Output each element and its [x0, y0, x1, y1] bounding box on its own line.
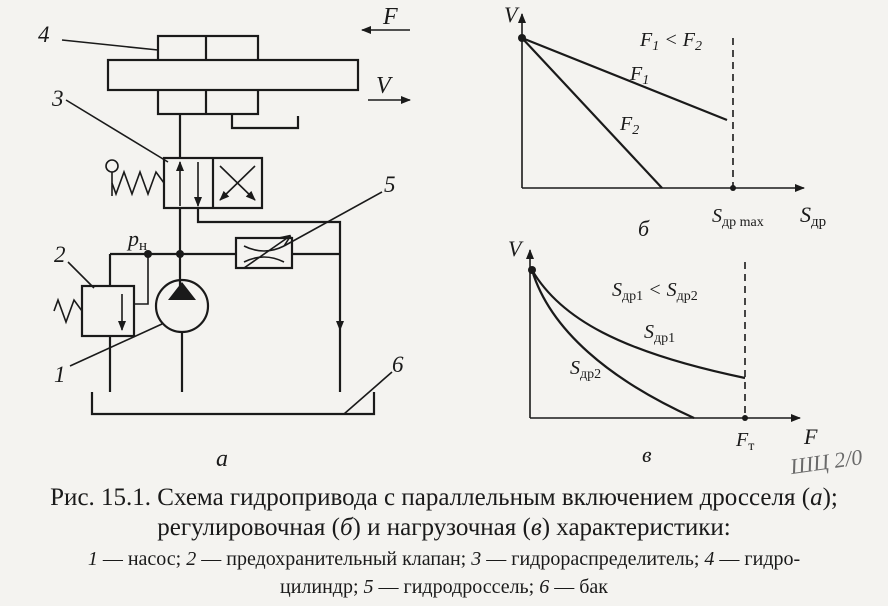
- caption-line-2: регулировочная (б) и нагрузочная (в) хар…: [0, 514, 888, 542]
- chart-b: V Sдр Sдр max F1 < F2 F1 F2 б: [504, 2, 826, 241]
- label-4: 4: [38, 22, 50, 47]
- legend-text: — бак: [549, 576, 609, 598]
- chart-b-curve-F2: [521, 37, 663, 189]
- figure-canvas: 4 F V 3 pн: [38, 2, 864, 479]
- chart-b-condition: F1 < F2: [639, 29, 702, 54]
- chart-v-curve1-label: Sдр1: [644, 321, 675, 346]
- caption-text: Рис. 15.1. Схема гидропривода с параллел…: [50, 484, 811, 511]
- label-6: 6: [392, 352, 404, 377]
- chart-v-limit-dot: [742, 415, 748, 421]
- legend-text: — гидродроссель;: [373, 576, 540, 598]
- chart-v-xmax-label: Fт: [735, 429, 754, 454]
- chart-v-origin-point: [528, 266, 536, 274]
- force-label: F: [382, 4, 398, 30]
- label-3: 3: [51, 86, 64, 111]
- junction-dot: [176, 250, 184, 258]
- legend-text: цилиндр;: [279, 576, 364, 598]
- caption-ref: б: [339, 514, 353, 541]
- leader-3: [65, 99, 169, 163]
- caption-legend-1: 1 — насос; 2 — предохранительный клапан;…: [0, 548, 888, 571]
- pump: [154, 278, 210, 392]
- leader-2: [67, 261, 95, 289]
- chart-v-xlabel: F: [803, 424, 818, 449]
- chart-b-origin-point: [518, 34, 526, 42]
- leader-6: [343, 371, 393, 415]
- caption-ref: в: [530, 514, 542, 541]
- velocity-label: V: [376, 73, 393, 99]
- chart-b-xlabel: Sдр: [800, 202, 826, 230]
- caption-ref: а: [810, 484, 823, 511]
- label-1: 1: [54, 362, 66, 387]
- caption-text: ) характеристики:: [541, 514, 731, 541]
- return-line: [196, 208, 342, 392]
- throttle: [234, 236, 294, 270]
- chart-b-limit-dot: [730, 185, 736, 191]
- legend-text: — гидро-: [714, 548, 801, 570]
- legend-text: — насос;: [97, 548, 187, 570]
- chart-v-ylabel: V: [508, 236, 524, 261]
- pressure-label: pн: [126, 226, 147, 254]
- chart-b-curve2-label: F2: [619, 113, 639, 138]
- chart-b-curve-F1: [521, 36, 728, 122]
- caption-legend-2: цилиндр; 5 — гидродроссель; 6 — бак: [0, 576, 888, 599]
- hydraulic-cylinder: [106, 34, 360, 116]
- tank: [90, 392, 376, 416]
- legend-num: 2: [186, 548, 197, 570]
- directional-valve: [105, 156, 264, 210]
- caption-text: );: [822, 484, 838, 511]
- chart-v-curve2-label: Sдр2: [570, 357, 601, 382]
- line-cyl-right: [230, 114, 300, 130]
- caption-text: регулировочная (: [157, 514, 340, 541]
- label-2: 2: [54, 242, 66, 267]
- chart-v-condition: Sдр1 < Sдр2: [612, 279, 698, 304]
- caption-text: ) и нагрузочная (: [352, 514, 531, 541]
- hydraulic-schematic: 4 F V 3 pн: [38, 4, 411, 472]
- legend-text: — гидрораспределитель;: [481, 548, 705, 570]
- label-5: 5: [384, 172, 396, 197]
- handwritten-note: ШЦ 2/0: [788, 444, 864, 479]
- chart-b-curve1-label: F1: [629, 63, 649, 88]
- chart-b-ylabel: V: [504, 2, 520, 27]
- panel-label-a: а: [216, 446, 228, 472]
- leader-4: [61, 39, 159, 51]
- legend-num: 6: [539, 576, 550, 598]
- panel-label-v: в: [642, 442, 652, 467]
- caption-line-1: Рис. 15.1. Схема гидропривода с параллел…: [0, 484, 888, 512]
- chart-v-curve-sdr1: [531, 269, 746, 380]
- panel-label-b: б: [638, 216, 650, 241]
- relief-valve: [53, 254, 149, 392]
- legend-num: 5: [363, 576, 374, 598]
- legend-num: 3: [471, 548, 482, 570]
- leader-1: [69, 323, 163, 367]
- chart-b-xmax-label: Sдр max: [712, 205, 764, 230]
- leader-5: [283, 191, 383, 247]
- legend-text: — предохранительный клапан;: [196, 548, 472, 570]
- legend-num: 4: [704, 548, 715, 570]
- chart-v: V F Fт Sдр1 < Sдр2 Sдр1 Sдр2 в: [508, 236, 818, 467]
- chart-v-curve-sdr2: [530, 269, 695, 420]
- legend-num: 1: [87, 548, 98, 570]
